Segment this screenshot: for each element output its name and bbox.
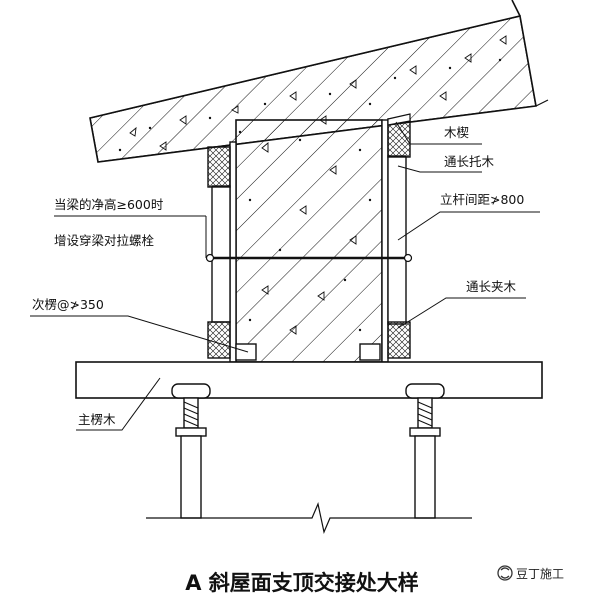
long-support-wood xyxy=(207,118,411,188)
label-beam-height-note-1: 当梁的净高≥600时 xyxy=(54,197,164,212)
prop-right xyxy=(405,383,445,519)
label-main-joist: 主楞木 xyxy=(78,412,116,427)
main-joist xyxy=(75,361,543,399)
label-beam-height-note-2: 增设穿梁对拉螺栓 xyxy=(54,233,155,248)
ground-break-line xyxy=(146,502,472,534)
label-post-spacing: 立杆间距≯800 xyxy=(440,192,524,207)
label-long-support-wood: 通长托木 xyxy=(444,154,495,169)
label-long-clamp-wood: 通长夹木 xyxy=(466,279,517,294)
watermark: 豆丁施工 xyxy=(497,565,564,581)
wood-wedges xyxy=(387,113,411,126)
sloped-roof-slab xyxy=(89,0,549,163)
leader-lines xyxy=(30,121,540,431)
secondary-joists xyxy=(235,343,381,361)
prop-left xyxy=(171,383,211,519)
label-secondary-joist: 次楞@≯350 xyxy=(32,297,104,312)
watermark-logo-icon xyxy=(497,565,513,581)
label-wood-wedge: 木楔 xyxy=(444,125,469,140)
tie-bolt xyxy=(205,253,413,263)
concrete-beam xyxy=(235,119,383,363)
drawing-caption: A 斜屋面支顶交接处大样 xyxy=(185,571,419,595)
watermark-text: 豆丁施工 xyxy=(516,567,564,581)
long-clamp-wood xyxy=(207,321,411,359)
